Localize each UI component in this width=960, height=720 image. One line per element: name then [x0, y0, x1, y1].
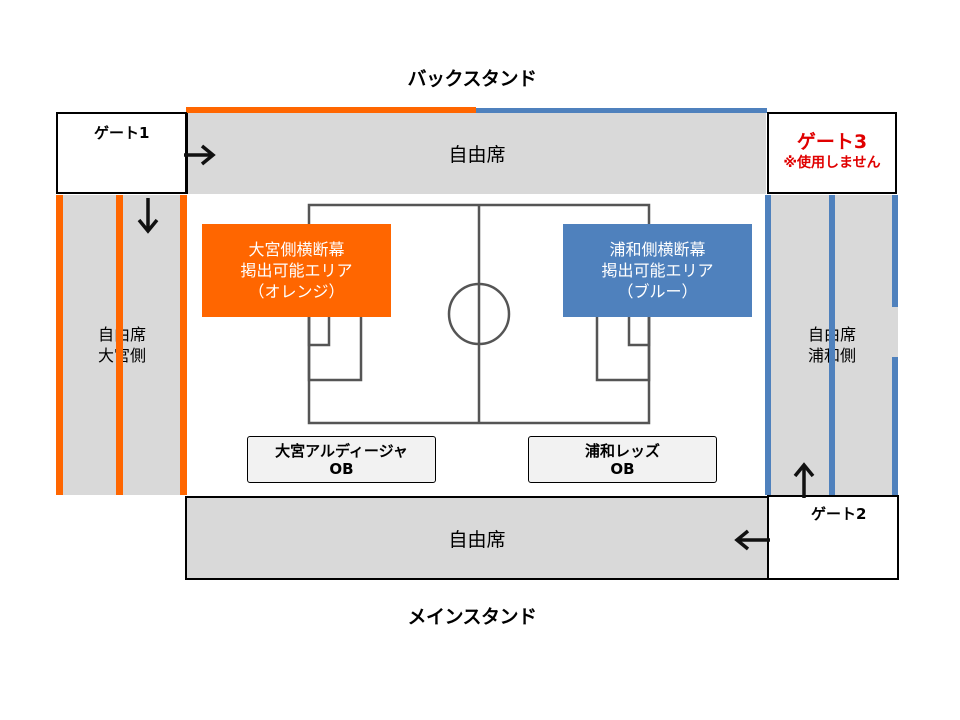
gate-1-label: ゲート1: [94, 124, 150, 142]
urawa-ob-line2: OB: [610, 459, 635, 478]
right-blue-stripe-3b: [892, 357, 898, 495]
gate-2-label: ゲート2: [811, 505, 867, 523]
omiya-zone-line1: 大宮側横断幕: [248, 240, 345, 259]
arrow-left-icon: [734, 529, 770, 551]
left-orange-stripe-3: [180, 195, 187, 495]
omiya-ob-box: 大宮アルディージャ OB: [247, 436, 436, 483]
arrow-up-icon: [793, 462, 815, 498]
back-stand-label: バックスタンド: [407, 68, 537, 90]
urawa-zone-line3: （ブルー）: [617, 282, 698, 301]
gate-2: ゲート2: [767, 495, 899, 580]
top-free-seat: 自由席: [186, 113, 766, 194]
bottom-free-seat-label: 自由席: [448, 528, 506, 551]
arrow-right-icon: [184, 144, 216, 166]
arrow-down-icon: [137, 198, 159, 234]
top-free-seat-label: 自由席: [448, 144, 506, 166]
gate-1: ゲート1: [56, 112, 187, 194]
right-blue-stripe-2: [829, 195, 835, 495]
main-stand-label: メインスタンド: [407, 606, 537, 628]
urawa-ob-box: 浦和レッズ OB: [528, 436, 717, 483]
top-orange-border: [186, 107, 476, 113]
top-blue-border: [476, 108, 767, 113]
gate-3-label: ゲート3: [796, 131, 868, 153]
urawa-zone-line2: 掲出可能エリア: [601, 261, 714, 280]
omiya-ob-line2: OB: [329, 459, 354, 478]
right-blue-stripe-1: [765, 195, 771, 495]
omiya-banner-area: 大宮側横断幕 掲出可能エリア （オレンジ）: [202, 224, 391, 317]
pitch-center-circle: [447, 282, 511, 346]
left-orange-stripe-1: [56, 195, 63, 495]
left-orange-stripe-2: [116, 195, 123, 495]
omiya-zone-line3: （オレンジ）: [248, 282, 345, 301]
urawa-banner-area: 浦和側横断幕 掲出可能エリア （ブルー）: [563, 224, 752, 317]
right-blue-stripe-3a: [892, 195, 898, 307]
urawa-zone-line1: 浦和側横断幕: [609, 240, 706, 259]
gate-3: ゲート3 ※使用しません: [767, 112, 897, 194]
omiya-zone-line2: 掲出可能エリア: [240, 261, 353, 280]
urawa-ob-line1: 浦和レッズ: [584, 441, 660, 460]
bottom-free-seat: 自由席: [185, 496, 767, 580]
gate-3-note: ※使用しません: [783, 155, 881, 171]
omiya-ob-line1: 大宮アルディージャ: [275, 441, 408, 460]
